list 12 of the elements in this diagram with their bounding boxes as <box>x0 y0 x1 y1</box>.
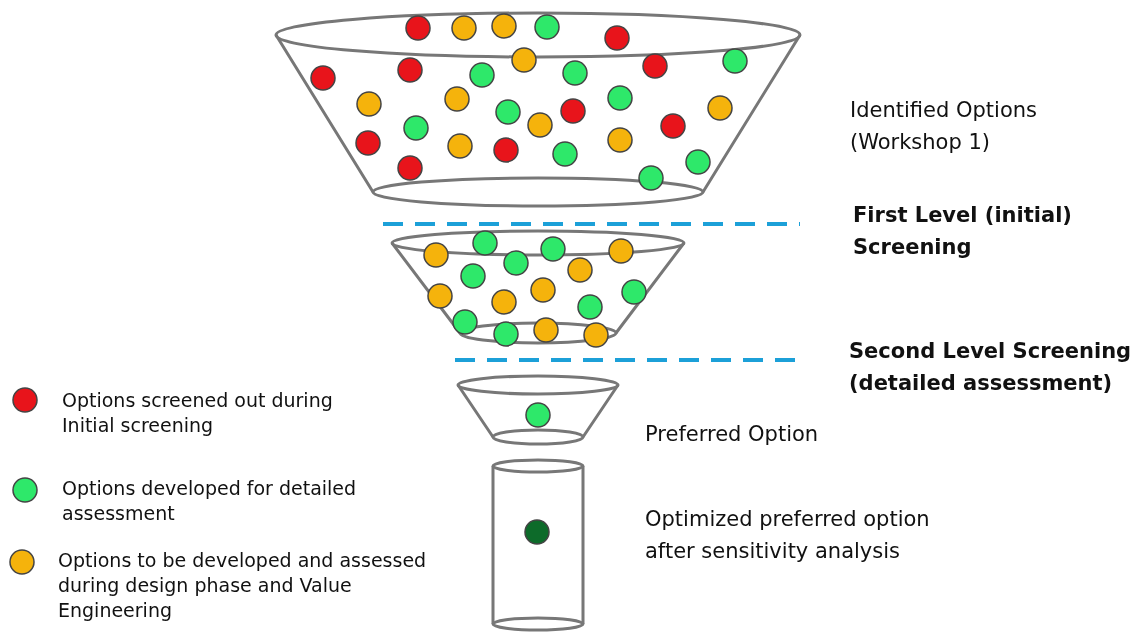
screening-label: First Level (initial) Screening <box>853 202 1073 261</box>
legend-text: Options screened out during Initial screening <box>62 388 334 438</box>
screening-label: Second Level Screening (detailed assessment) <box>849 338 1133 397</box>
funnel-caption: Identified Options (Workshop 1) <box>850 97 1038 156</box>
funnel-caption: Optimized preferred option after sensitivity analysis <box>645 506 931 565</box>
funnel-caption: Preferred Option <box>645 421 820 448</box>
funnel-drawing <box>274 11 802 208</box>
cylinder-drawing <box>491 458 585 632</box>
legend-text: Options to be developed and assessed during design phase and Value Engineering <box>58 548 428 623</box>
legend-text: Options developed for detailed assessment <box>62 476 358 526</box>
funnel-drawing <box>456 374 620 446</box>
funnel-drawing <box>390 229 686 348</box>
